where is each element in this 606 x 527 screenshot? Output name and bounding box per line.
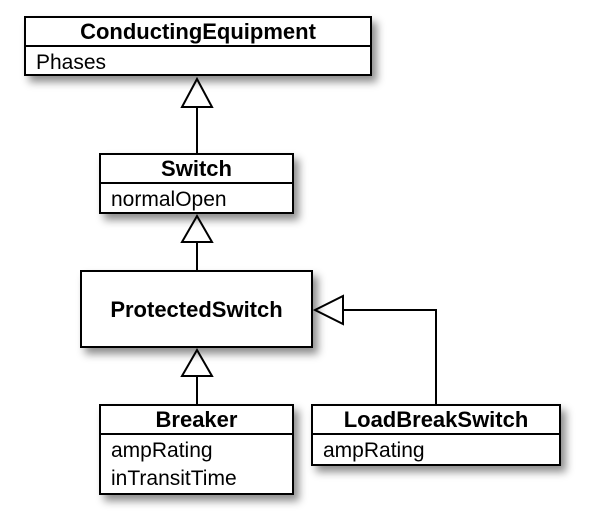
- class-breaker[interactable]: Breaker ampRating inTransitTime: [99, 404, 294, 495]
- class-attributes: ampRating: [313, 435, 559, 465]
- attribute: normalOpen: [111, 188, 227, 211]
- generalization-arrow-protected-switch-right: [312, 294, 344, 326]
- attribute: ampRating: [323, 439, 425, 462]
- class-name: Breaker: [101, 406, 292, 435]
- attribute: Phases: [36, 51, 107, 74]
- class-load-break-switch[interactable]: LoadBreakSwitch ampRating: [311, 404, 561, 466]
- class-name: ProtectedSwitch: [110, 296, 283, 322]
- class-protected-switch[interactable]: ProtectedSwitch: [80, 270, 313, 348]
- generalization-arrow-switch: [180, 213, 214, 243]
- class-attributes: Phases: [26, 47, 370, 77]
- generalization-arrow-conducting-equipment: [180, 76, 214, 108]
- class-name: LoadBreakSwitch: [313, 406, 559, 435]
- class-attributes: ampRating inTransitTime: [101, 435, 292, 493]
- class-conducting-equipment[interactable]: ConductingEquipment Phases: [24, 16, 372, 76]
- class-attributes: normalOpen: [101, 184, 292, 214]
- class-name: ConductingEquipment: [26, 18, 370, 47]
- attribute: inTransitTime: [111, 467, 237, 490]
- class-switch[interactable]: Switch normalOpen: [99, 153, 294, 214]
- generalization-arrow-protected-switch-bottom: [180, 347, 214, 377]
- edge-load-break-switch-to-protected-switch: [343, 309, 437, 404]
- attribute: ampRating: [111, 439, 213, 462]
- class-name: Switch: [101, 155, 292, 184]
